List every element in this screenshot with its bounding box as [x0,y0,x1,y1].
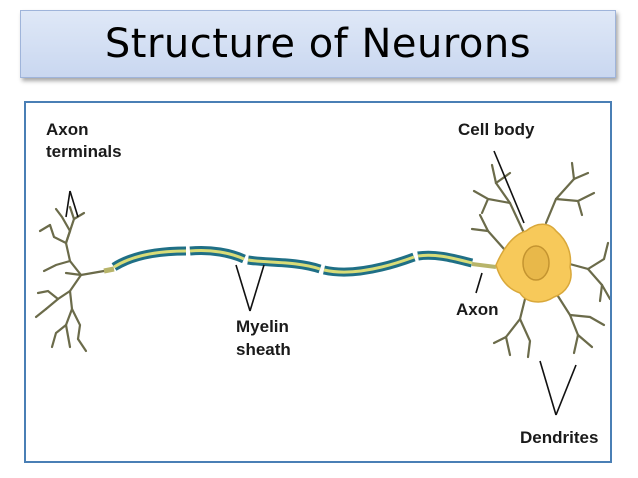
neuron-diagram: Axon terminals Myelin sheath Cell body A… [34,120,612,447]
slide-title: Structure of Neurons [104,21,532,67]
axon-terminals [34,205,106,353]
myelin-sheath [111,246,474,277]
axon-terminal-stem [103,266,115,274]
nucleus [522,245,550,281]
label-axon-terminals-1: Axon [46,120,89,139]
label-axon: Axon [456,300,499,319]
label-axon-terminals-2: terminals [46,142,122,161]
label-myelin-1: Myelin [236,317,289,336]
label-cell-body: Cell body [458,120,535,139]
pointer-lines [65,150,577,416]
title-bar: Structure of Neurons [20,10,616,78]
axon-stem [471,262,497,269]
dendrites [470,161,612,359]
label-dendrites: Dendrites [520,428,598,447]
label-myelin-2: sheath [236,340,291,359]
diagram-frame: Axon terminals Myelin sheath Cell body A… [24,101,612,463]
